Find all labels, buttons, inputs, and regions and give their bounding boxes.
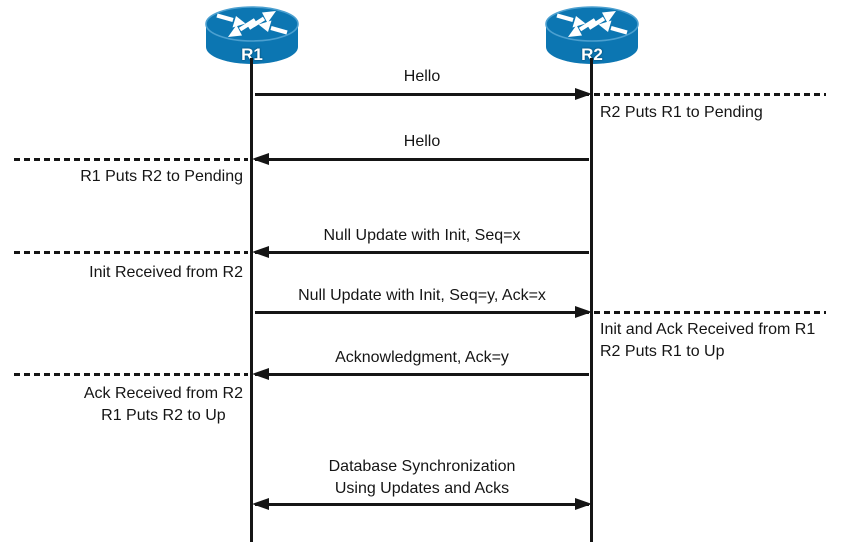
- arrowhead-right-icon: [575, 88, 592, 100]
- annotation-ack-received: Ack Received from R2 R1 Puts R2 to Up: [83, 385, 243, 424]
- arrowhead-left-icon: [252, 368, 269, 380]
- dashed-separator-right-2: [594, 311, 826, 314]
- message-arrow-ack: [252, 368, 592, 381]
- message-arrow-db-sync: [252, 498, 592, 511]
- dashed-separator-right-1: [594, 93, 826, 96]
- arrowhead-left-icon: [252, 498, 269, 510]
- arrowhead-left-icon: [252, 246, 269, 258]
- dashed-separator-left-1: [14, 158, 248, 161]
- arrowhead-right-icon: [575, 498, 592, 510]
- annotation-r2-pending: R2 Puts R1 to Pending: [600, 104, 763, 121]
- message-label-hello-2: Hello: [403, 133, 441, 150]
- message-arrow-hello-1: [252, 88, 592, 101]
- message-label-null-update-2: Null Update with Init, Seq=y, Ack=x: [298, 287, 546, 304]
- annotation-r1-pending: R1 Puts R2 to Pending: [80, 168, 243, 185]
- arrow-shaft: [255, 373, 589, 376]
- dashed-separator-left-2: [14, 251, 248, 254]
- router-r1-label: R1: [241, 45, 263, 64]
- arrowhead-right-icon: [575, 306, 592, 318]
- router-arrows-icon: [216, 11, 288, 37]
- lifeline-r1: [250, 58, 253, 542]
- annotation-init-received: Init Received from R2: [89, 264, 243, 281]
- router-r2-label: R2: [581, 45, 603, 64]
- message-arrow-hello-2: [252, 153, 592, 166]
- message-label-db-sync: Database Synchronization Using Updates a…: [328, 458, 516, 497]
- lifeline-r2: [590, 58, 593, 542]
- arrow-shaft: [255, 503, 589, 506]
- router-r1: R1: [202, 4, 302, 68]
- arrow-shaft: [255, 251, 589, 254]
- arrowhead-left-icon: [252, 153, 269, 165]
- message-label-ack: Acknowledgment, Ack=y: [335, 349, 509, 366]
- message-label-hello-1: Hello: [403, 68, 441, 85]
- dashed-separator-left-3: [14, 373, 248, 376]
- message-arrow-null-update-2: [252, 306, 592, 319]
- arrow-shaft: [255, 93, 589, 96]
- arrow-shaft: [255, 311, 589, 314]
- message-label-null-update-1: Null Update with Init, Seq=x: [323, 227, 521, 244]
- router-arrows-icon: [556, 11, 628, 37]
- router-r2: R2: [542, 4, 642, 68]
- arrow-shaft: [255, 158, 589, 161]
- annotation-init-ack-received: Init and Ack Received from R1 R2 Puts R1…: [600, 321, 816, 360]
- message-arrow-null-update-1: [252, 246, 592, 259]
- router-icon: [205, 6, 299, 64]
- router-icon: [545, 6, 639, 64]
